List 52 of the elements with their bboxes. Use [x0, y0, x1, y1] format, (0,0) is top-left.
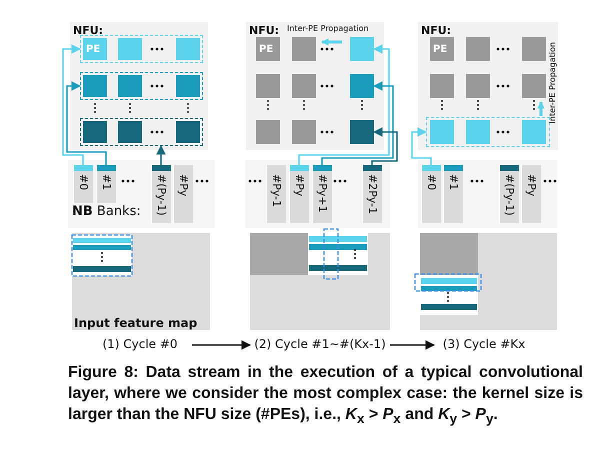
- cycle-caption: (3) Cycle #Kx: [442, 337, 526, 351]
- propagation-label: Inter-PE Propagation: [548, 42, 557, 124]
- pe-square: [350, 37, 374, 61]
- bank-label: #Py: [525, 174, 538, 196]
- memory-bank: [362, 165, 382, 223]
- panel-title: NFU:: [73, 24, 104, 37]
- memory-bank: [173, 165, 193, 223]
- feature-map: [72, 233, 210, 330]
- cycle-caption: (1) Cycle #0: [101, 337, 179, 351]
- memory-bank: [521, 165, 541, 223]
- pe-square: [350, 74, 374, 98]
- bank-panel: [68, 160, 215, 228]
- memory-bank: [151, 165, 171, 223]
- connector: [411, 127, 432, 165]
- panel-title: NFU:: [421, 24, 452, 37]
- panel-title: NFU:: [249, 24, 280, 37]
- bank-panel-title: NB Banks:: [72, 204, 141, 219]
- bank-label: #(Py-1): [503, 174, 516, 216]
- bank-label: #2Py-1: [366, 174, 379, 214]
- feature-map-title: Input feature map: [74, 316, 198, 330]
- pe-label: PE: [433, 44, 448, 55]
- pe-label: PE: [86, 44, 100, 55]
- connector: [66, 81, 107, 165]
- propagation-label: Inter-PE Propagation: [287, 24, 369, 33]
- figure-caption: Figure 8: Data stream in the execution of a typical convolutional layer, where we consider the most complex case: the kernel size is larger than the NFU size (#PEs), i.e., K$_{x}$ > P$_{x}$ and K$_{y}$ > P$_{y}$.: [68, 363, 583, 428]
- bank-label: #Py: [293, 174, 306, 196]
- arrow: [192, 340, 251, 350]
- connector: [156, 145, 166, 165]
- connector: [62, 44, 84, 165]
- memory-bank: [443, 165, 463, 223]
- cycle-caption: (2) Cycle #1~#(Kx-1): [253, 337, 387, 351]
- bank-label: #Py: [177, 174, 190, 196]
- memory-bank: [73, 165, 93, 203]
- bank-label: #1: [100, 174, 113, 190]
- connector: [298, 44, 390, 165]
- bank-label: #0: [77, 174, 90, 190]
- memory-bank: [266, 165, 286, 223]
- pe-label: PE: [259, 44, 274, 55]
- memory-bank: [289, 165, 309, 223]
- pe-square: [350, 120, 374, 144]
- memory-bank: [312, 165, 332, 223]
- connector: [321, 81, 394, 165]
- memory-bank: [499, 165, 519, 223]
- arrow: [390, 340, 435, 350]
- connector: [371, 127, 398, 165]
- memory-bank: [421, 165, 441, 223]
- bank-label: #Py+1: [316, 174, 329, 213]
- bank-label: #Py-1: [270, 174, 283, 208]
- memory-bank: [96, 165, 116, 203]
- bank-label: #(Py-1): [155, 174, 168, 216]
- bank-label: #1: [447, 174, 460, 190]
- bank-label: #0: [425, 174, 438, 190]
